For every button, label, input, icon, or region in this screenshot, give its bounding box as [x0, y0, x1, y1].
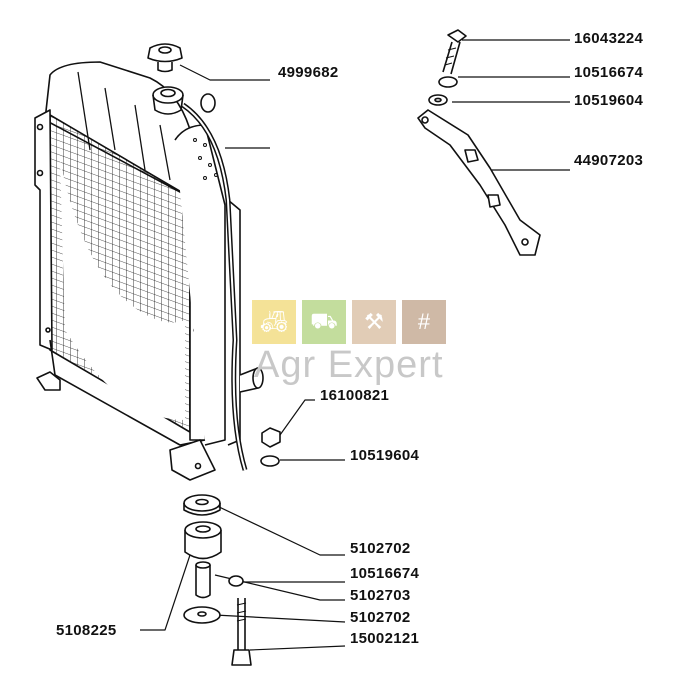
lock-washer — [228, 575, 244, 587]
top-washer-2 — [428, 94, 448, 106]
part-label: 16043224 — [574, 30, 644, 47]
top-bolt — [442, 29, 467, 75]
part-label: 5102702 — [350, 609, 411, 626]
top-washer — [438, 76, 458, 88]
watermark-text: Agr Expert — [254, 344, 444, 386]
nut — [261, 427, 281, 448]
tools-icon: ⚒︎ — [352, 300, 396, 344]
left-side-plate — [34, 109, 53, 351]
part-label: 4999682 — [278, 64, 339, 81]
part-label: 5102702 — [350, 540, 411, 557]
left-foot — [36, 371, 61, 391]
fence-icon: # — [402, 300, 446, 344]
rubber-mount — [184, 521, 222, 560]
rubber-pad-top — [183, 494, 221, 516]
bottom-bolt — [231, 598, 252, 666]
part-label: 10516674 — [350, 565, 420, 582]
part-label: 10516674 — [574, 64, 644, 81]
washer — [260, 455, 280, 467]
part-label: 10519604 — [574, 92, 644, 109]
wheelbarrow-icon: ⛟︎ — [302, 300, 346, 344]
mounting-bracket — [417, 109, 541, 256]
spacer-tube — [195, 561, 211, 599]
part-label: 44907203 — [574, 152, 644, 169]
part-label: 10519604 — [350, 447, 420, 464]
part-label: 5108225 — [56, 622, 117, 639]
rubber-pad-bottom — [183, 606, 221, 624]
tractor-icon: 🚜︎ — [252, 300, 296, 344]
radiator-cap — [147, 43, 183, 73]
part-label: 5102703 — [350, 587, 411, 604]
right-foot — [169, 439, 216, 481]
part-label: 15002121 — [350, 630, 420, 647]
part-label: 16100821 — [320, 387, 390, 404]
